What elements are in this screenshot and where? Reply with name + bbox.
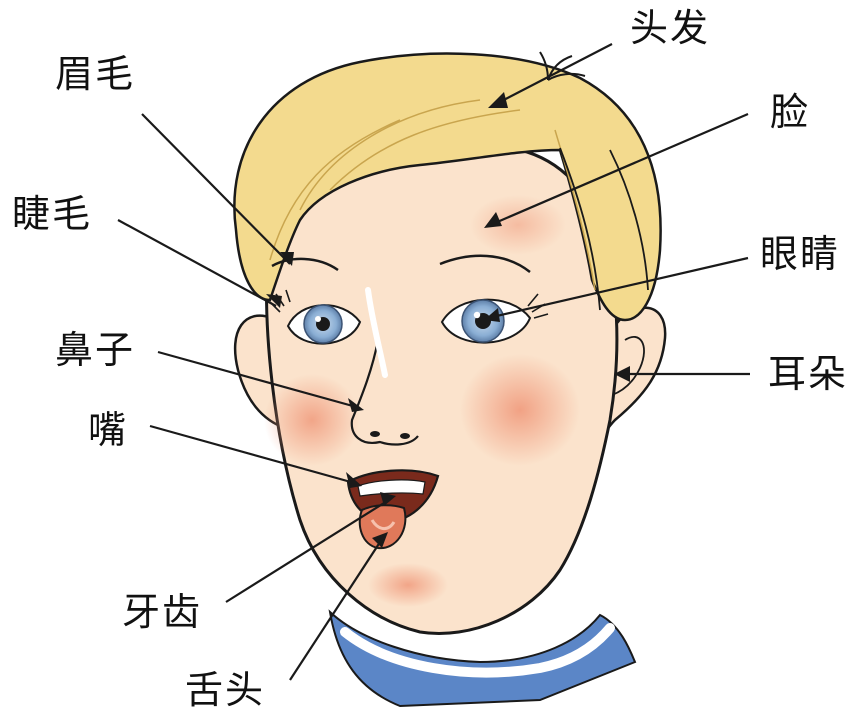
label-nose: 鼻子 — [55, 328, 135, 372]
label-teeth: 牙齿 — [122, 590, 202, 634]
label-mouth: 嘴 — [88, 408, 128, 452]
label-face: 脸 — [770, 90, 810, 134]
label-eye: 眼睛 — [760, 232, 840, 276]
label-tongue: 舌头 — [185, 668, 265, 712]
label-ear: 耳朵 — [768, 352, 848, 396]
label-hair: 头发 — [630, 6, 710, 50]
label-eyelash: 睫毛 — [12, 192, 92, 236]
label-eyebrow: 眉毛 — [55, 52, 135, 96]
